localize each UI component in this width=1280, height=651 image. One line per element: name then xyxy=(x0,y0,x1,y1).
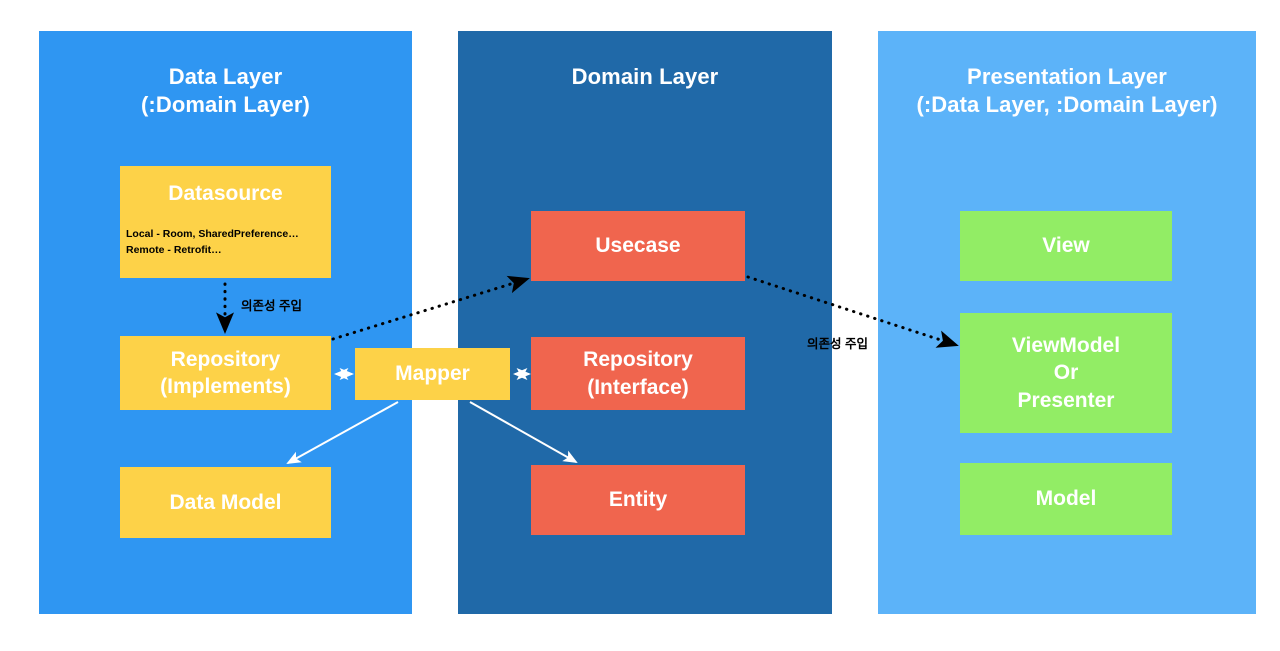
node-view[interactable]: View xyxy=(960,211,1172,281)
node-model[interactable]: Model xyxy=(960,463,1172,535)
node-datasource-detail: Local - Room, SharedPreference… Remote -… xyxy=(126,228,299,256)
node-repository-interface-label: Repository (Interface) xyxy=(583,348,693,399)
node-view-label: View xyxy=(1042,234,1090,258)
node-repository-interface[interactable]: Repository (Interface) xyxy=(531,337,745,410)
layer-title-presentation: Presentation Layer (:Data Layer, :Domain… xyxy=(916,64,1218,118)
node-mapper[interactable]: Mapper xyxy=(355,348,510,400)
node-viewmodel-or-presenter[interactable]: ViewModel Or Presenter xyxy=(960,313,1172,433)
node-data-model[interactable]: Data Model xyxy=(120,467,331,538)
node-usecase[interactable]: Usecase xyxy=(531,211,745,281)
node-datasource-label: Datasource xyxy=(168,182,283,205)
node-mapper-label: Mapper xyxy=(395,362,470,386)
node-repository-implements[interactable]: Repository (Implements) xyxy=(120,336,331,410)
node-datasource[interactable]: Datasource Local - Room, SharedPreferenc… xyxy=(120,166,331,278)
node-entity[interactable]: Entity xyxy=(531,465,745,535)
edge-label-di-usecase-viewmodel: 의존성 주입 xyxy=(807,337,868,351)
node-entity-label: Entity xyxy=(608,488,668,512)
node-repository-implements-label: Repository (Implements) xyxy=(160,347,291,398)
node-model-label: Model xyxy=(1035,487,1097,511)
layer-title-data: Data Layer (:Domain Layer) xyxy=(141,64,310,118)
node-usecase-label: Usecase xyxy=(595,234,681,258)
node-data-model-label: Data Model xyxy=(169,490,282,514)
node-viewmodel-or-presenter-label: ViewModel Or Presenter xyxy=(1011,334,1121,412)
edge-label-di-datasource-repository: 의존성 주입 xyxy=(241,299,302,313)
layer-title-domain: Domain Layer xyxy=(571,64,719,89)
